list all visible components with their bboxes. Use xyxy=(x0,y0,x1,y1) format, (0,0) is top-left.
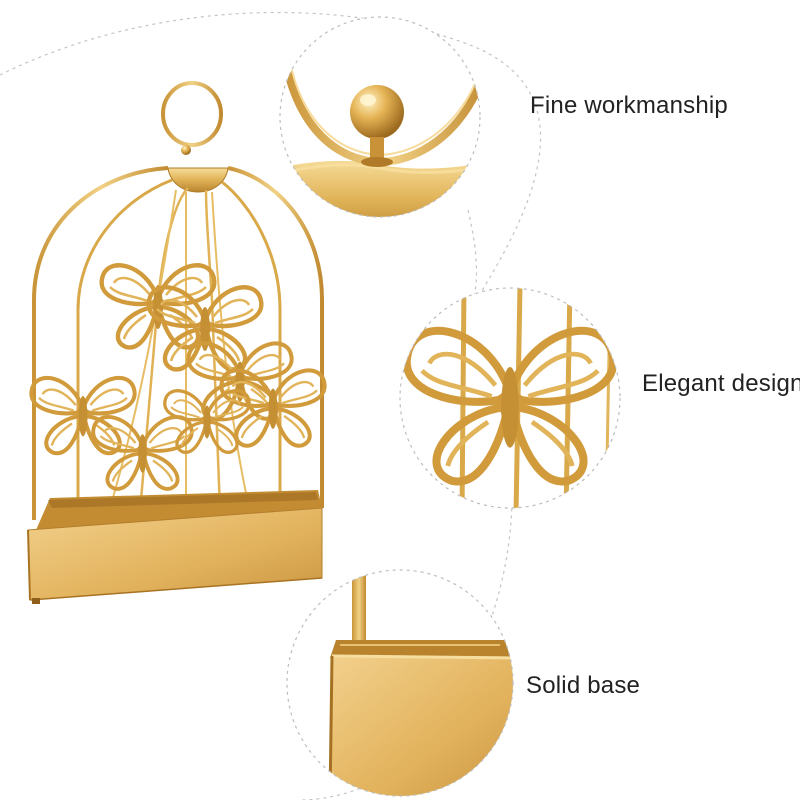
detail-closeup-workmanship xyxy=(279,16,481,218)
birdcage-product xyxy=(27,81,325,604)
feature-label-design: Elegant design xyxy=(642,370,800,397)
detail-closeup-design xyxy=(399,287,621,509)
feature-label-workmanship: Fine workmanship xyxy=(530,92,728,119)
detail-closeup-base xyxy=(286,569,514,797)
feature-label-base: Solid base xyxy=(526,672,641,699)
